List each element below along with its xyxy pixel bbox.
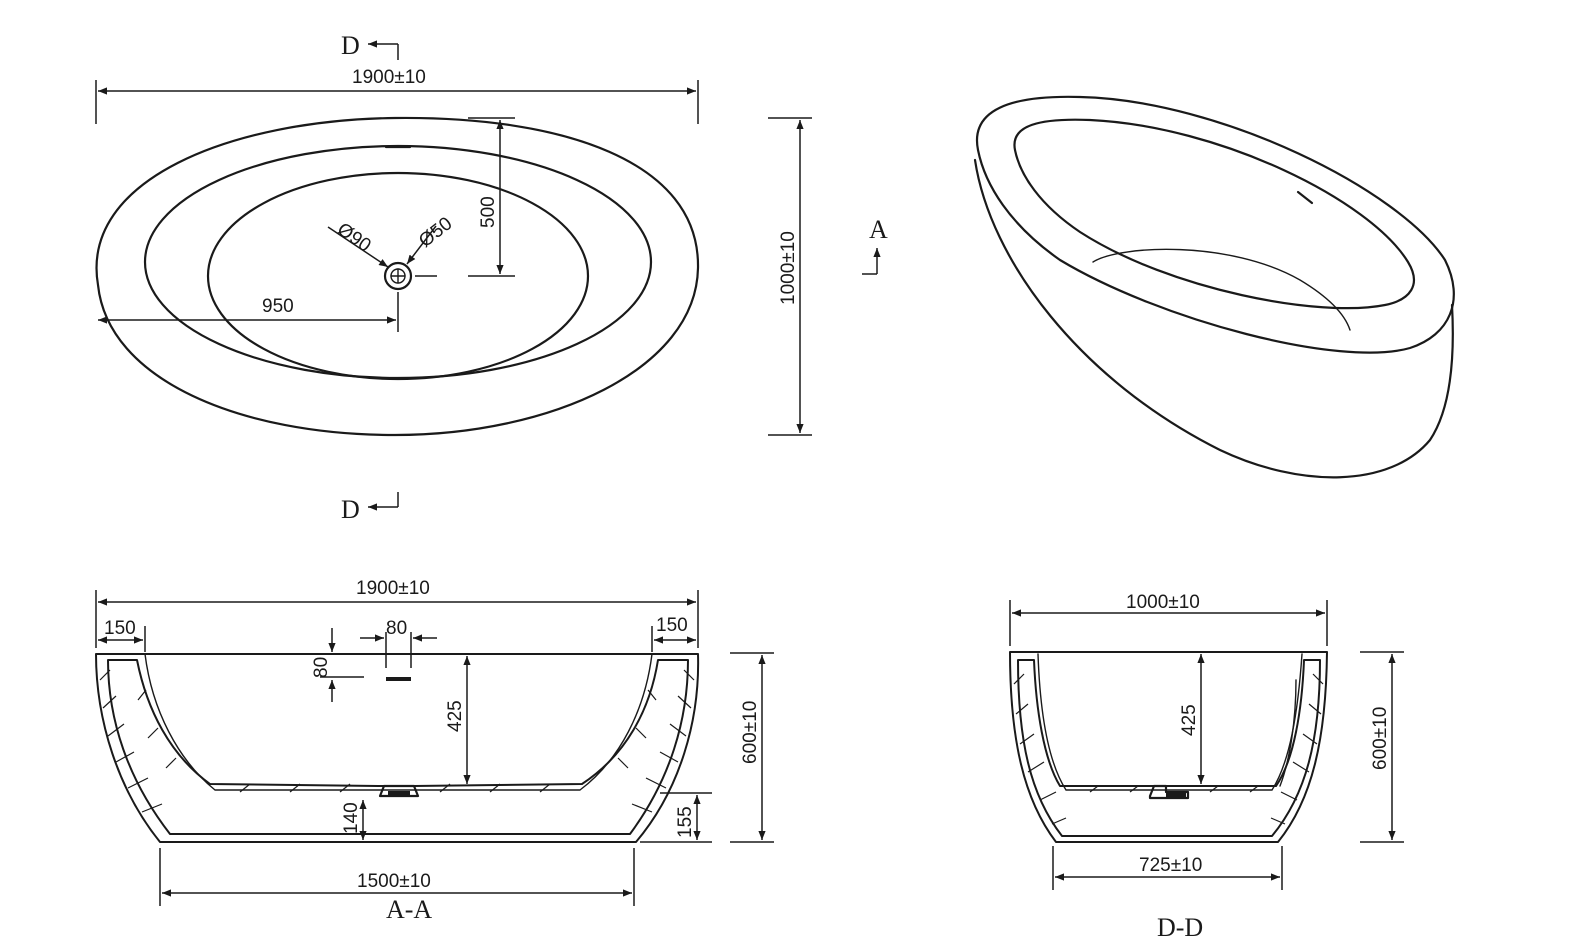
tub-bowl: [206, 171, 590, 381]
section-aa-bowl-line: [144, 653, 653, 791]
top-view: Ø90 Ø50 500 950 1900±10 1000±10 D D: [95, 31, 888, 524]
svg-text:D: D: [341, 31, 360, 60]
section-dd: 1000±10 425 600±10 725±10 D-D: [1009, 592, 1404, 942]
drain-icon: [383, 261, 413, 291]
dim-dd-725-label: 725±10: [1139, 855, 1202, 876]
section-aa-hatch: [99, 669, 695, 813]
dim-aa-150-left-label: 150: [104, 618, 136, 639]
dim-dd-425-label: 425: [1179, 704, 1200, 736]
tub-outer-rim: [95, 116, 700, 437]
dim-aa-80-h-label: 80: [386, 618, 407, 639]
svg-text:D: D: [341, 495, 360, 524]
section-dd-drain: [1148, 784, 1190, 800]
section-marker-d-top: D: [341, 31, 399, 60]
dim-dd-600-label: 600±10: [1370, 707, 1391, 770]
section-aa-title: A-A: [386, 895, 432, 924]
overflow-dia-label: Ø90: [333, 219, 374, 257]
svg-text:A: A: [869, 215, 888, 244]
section-aa: 1900±10 150 150 80 80 425 140 155: [95, 578, 774, 924]
section-dd-bowl-line: [1037, 653, 1303, 791]
dim-aa-1500-label: 1500±10: [357, 871, 431, 892]
dim-dd-1000-label: 1000±10: [1126, 592, 1200, 613]
section-aa-drain-fill: [388, 791, 410, 795]
perspective-body: [973, 158, 1454, 479]
dim-aa-600-label: 600±10: [740, 701, 761, 764]
dim-aa-155-label: 155: [675, 806, 696, 838]
perspective-bowl-floor: [1092, 248, 1351, 331]
section-marker-d-bottom: D: [341, 492, 399, 524]
perspective-overflow: [1296, 190, 1314, 205]
section-aa-wall: [95, 653, 700, 843]
section-dd-overflow-channel: [1279, 679, 1297, 787]
section-marker-a: A: [862, 215, 888, 275]
perspective-view: [973, 95, 1455, 479]
section-dd-title: D-D: [1157, 913, 1203, 942]
dim-aa-80-v-label: 80: [311, 657, 332, 678]
section-dd-drain-fill: [1166, 793, 1186, 797]
dim-1900-top-label: 1900±10: [352, 67, 426, 88]
dim-aa-425-label: 425: [445, 700, 466, 732]
section-aa-overflow: [386, 677, 411, 681]
dim-aa-1900-label: 1900±10: [356, 578, 430, 599]
dim-aa-140-label: 140: [341, 802, 362, 834]
dim-1000-label: 1000±10: [778, 231, 799, 305]
dim-500-label: 500: [478, 196, 499, 228]
drain-dia-leader: [406, 225, 437, 265]
section-dd-wall: [1009, 651, 1328, 843]
perspective-inner-rim: [1013, 118, 1415, 310]
section-aa-drain: [378, 784, 420, 798]
dim-950-label: 950: [262, 296, 294, 317]
overflow-dia-leader: [327, 226, 389, 268]
dim-aa-150-right-label: 150: [656, 615, 688, 636]
section-dd-hatch: [1013, 673, 1324, 825]
